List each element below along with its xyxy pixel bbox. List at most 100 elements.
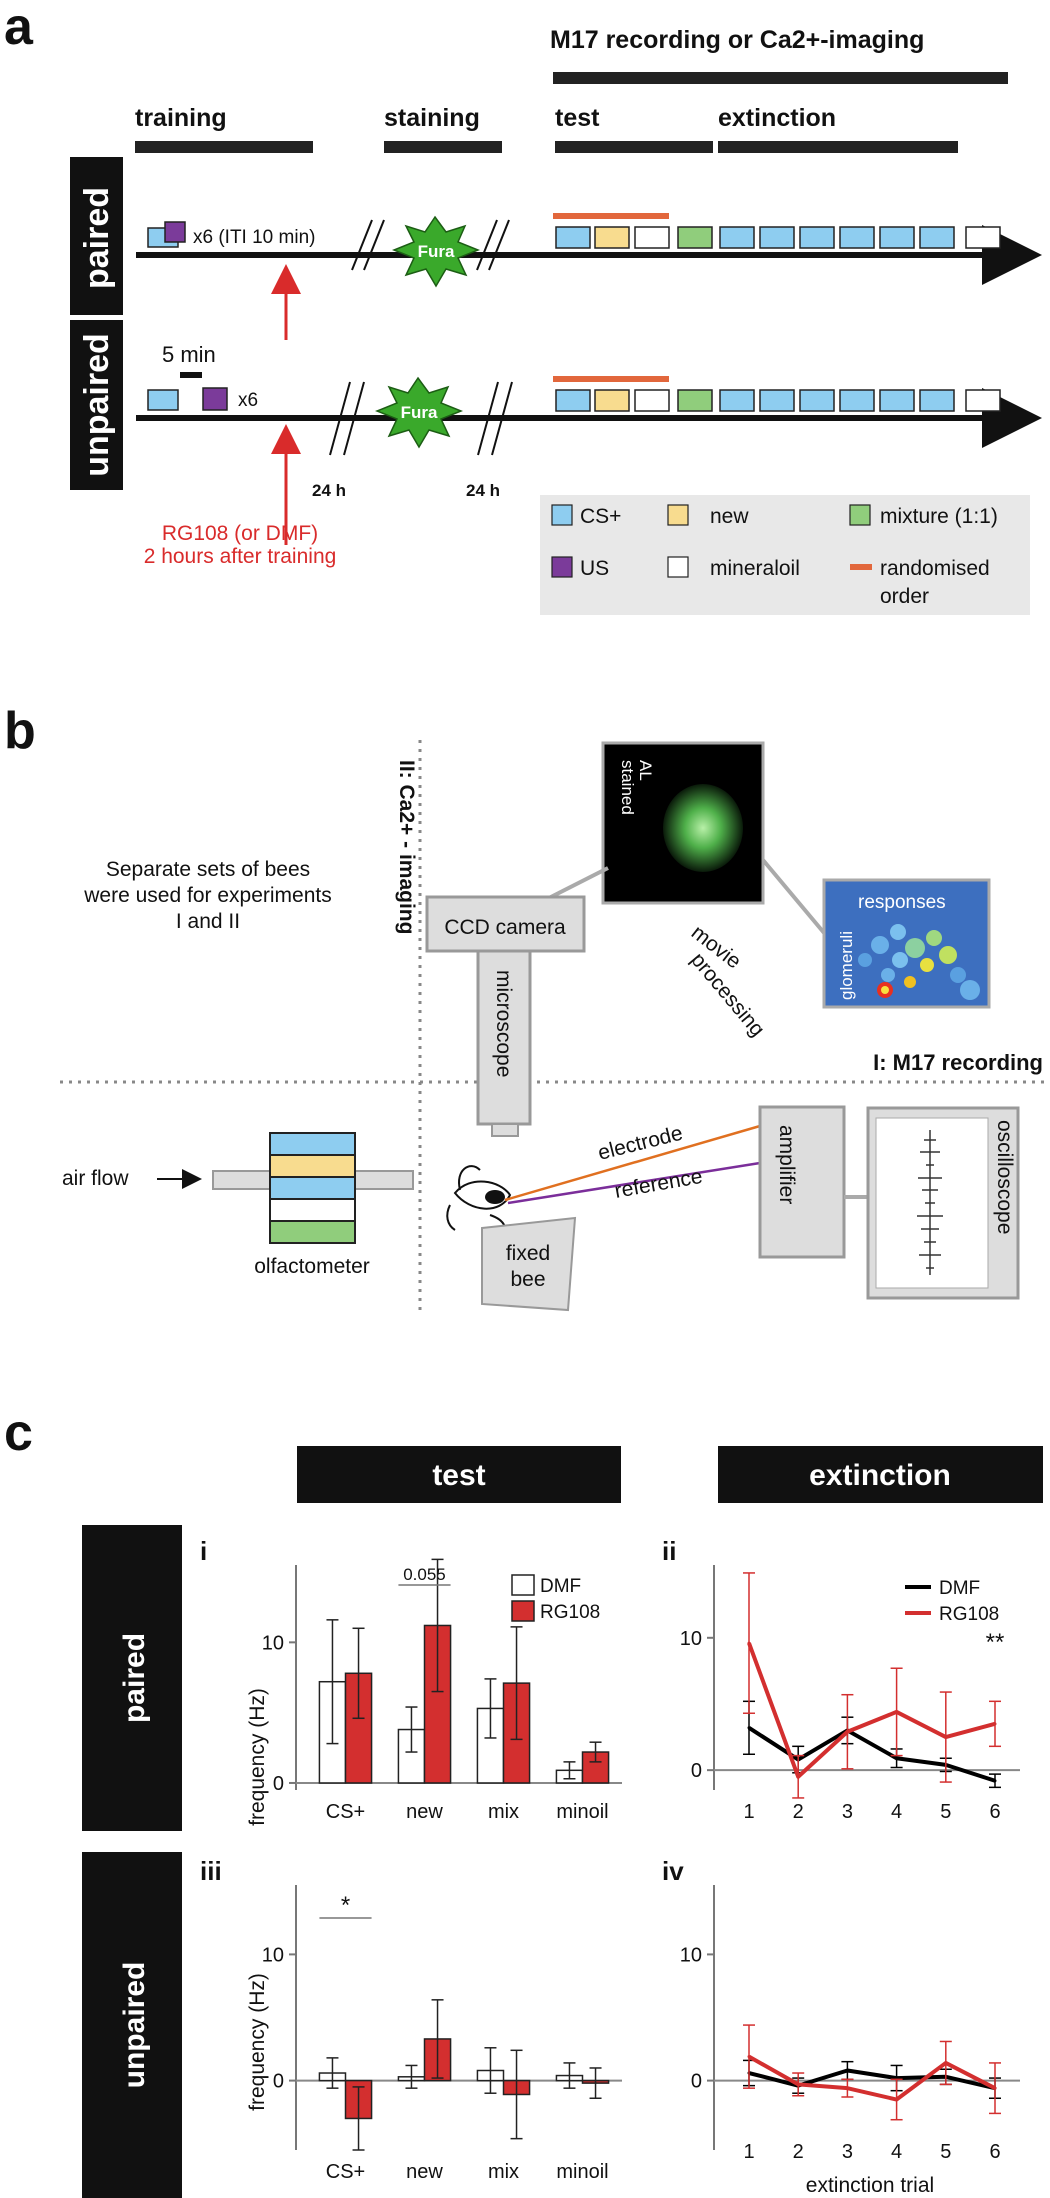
chart-i-xtick-label: new [406, 1801, 443, 1823]
chart-i-xtick-label: mix [488, 1801, 519, 1823]
legend-new: new [710, 505, 749, 528]
chart-iv-line-rg108 [748, 2054, 996, 2102]
olfactometer-stack [269, 1132, 356, 1244]
chart-ii-xtick-label: 4 [891, 1801, 902, 1823]
panel-a-legend: CS+ new mixture (1:1) US mineraloil rand… [540, 495, 1030, 615]
chart-iii-xtick-label: minoil [556, 2161, 608, 2183]
unpaired-side-label: unpaired [118, 1962, 151, 2089]
fixed-bee-label-1: fixed [506, 1242, 550, 1265]
chart-iii-signif-label: * [341, 1892, 350, 1919]
chart-i-ytick-label: 0 [273, 1773, 284, 1795]
note-line-3: I and II [176, 910, 240, 933]
chart-ii-xtick-label: 5 [940, 1801, 951, 1823]
chart-ii-xtick-label: 3 [842, 1801, 853, 1823]
fixed-bee-box [481, 1216, 577, 1312]
legend-randomised-1: randomised [880, 557, 990, 580]
chart-iii-ytick-label: 0 [273, 2071, 284, 2093]
subpanel-iii-label: iii [200, 1856, 222, 1886]
legend-cs: CS+ [580, 505, 621, 528]
extinction-bar [718, 141, 958, 153]
unpaired-fura-burst [374, 376, 464, 449]
chart-ii-legend-label-dmf: DMF [939, 1578, 980, 1599]
chart-i-legend-label-dmf: DMF [540, 1576, 581, 1597]
chart-ii-xtick-label: 2 [793, 1801, 804, 1823]
chart-iv-line-dmf [748, 2068, 996, 2091]
chart-i-legend-label-rg108: RG108 [540, 1602, 600, 1623]
h24-label-1: 24 h [312, 481, 346, 500]
chart-i-legend-swatch-dmf [511, 1574, 535, 1596]
panel-c-letter: c [4, 1404, 33, 1462]
legend-randomised-2: order [880, 585, 929, 608]
training-label: training [135, 104, 227, 132]
unpaired-randomised-bar [553, 376, 669, 382]
unpaired-x6: x6 [238, 390, 258, 411]
chart-iii-xtick-label: new [406, 2161, 443, 2183]
chart-iii-xtick-label: mix [488, 2161, 519, 2183]
legend-mineraloil: mineraloil [710, 557, 800, 580]
paired-randomised-bar [553, 213, 669, 219]
ccd-camera-box [425, 895, 586, 953]
five-min-label: 5 min [162, 342, 216, 367]
staining-label: staining [384, 104, 480, 132]
chart-ii-legend-label-rg108: RG108 [939, 1604, 999, 1625]
training-bar [135, 141, 313, 153]
chart-i-xtick-label: CS+ [326, 1801, 365, 1823]
chart-i-legend-swatch-rg108 [511, 1600, 535, 1622]
chart-ii-ytick-label: 0 [691, 1760, 702, 1782]
chart-i-bar-rg108 [344, 1672, 373, 1784]
panel-a: a M17 recording or Ca2+-imaging training… [4, 0, 1042, 615]
chart-iv-xtick-label: 5 [940, 2141, 951, 2163]
electrode-wire [504, 1124, 761, 1202]
chart-i-signif-label: 0.055 [403, 1565, 446, 1584]
panel-b: b II: Ca2+ - imaging I: M17 recording Se… [4, 702, 1045, 1312]
paired-fura-label: Fura [418, 242, 455, 261]
test-label: test [555, 104, 600, 132]
reference-label: reference [613, 1165, 704, 1203]
microscope-body [476, 949, 532, 1126]
olfactometer-label: olfactometer [254, 1255, 370, 1278]
chart-ii-line-rg108 [747, 1642, 996, 1779]
chart-iii-xtick-label: CS+ [326, 2161, 365, 2183]
chart-iv-xtick-label: 6 [989, 2141, 1000, 2163]
fixed-bee-label-2: bee [510, 1268, 545, 1291]
test-header-box [297, 1446, 621, 1503]
amplifier-box [758, 1105, 846, 1259]
chart-iv-ytick-label: 0 [691, 2071, 702, 2093]
chart-i-xtick-label: minoil [556, 1801, 608, 1823]
legend-us: US [580, 557, 609, 580]
chart-ii-ytick-label: 10 [680, 1628, 702, 1650]
glomeruli-map [858, 924, 980, 1000]
electrode-label: electrode [596, 1122, 685, 1165]
unpaired-test-sequence [555, 389, 1001, 412]
recording-axis-label: I: M17 recording [873, 1050, 1043, 1075]
note-line-2: were used for experiments [83, 884, 331, 907]
recording-phase-label: M17 recording or Ca2+-imaging [550, 26, 924, 54]
test-bar [555, 141, 713, 153]
staining-bar [384, 141, 502, 153]
microscope-objective [491, 1123, 519, 1137]
h24-label-2: 24 h [466, 481, 500, 500]
airflow-label: air flow [62, 1167, 129, 1190]
paired-row-label-box [70, 157, 123, 315]
chart-iv-xtick-label: 3 [842, 2141, 853, 2163]
xlabel-iv: extinction trial [806, 2174, 934, 2197]
unpaired-row-label-box [70, 320, 123, 490]
extinction-header-box [718, 1446, 1043, 1503]
chart-iv-xtick-label: 1 [743, 2141, 754, 2163]
amplifier-label: amplifier [775, 1125, 798, 1204]
image-to-responses-connector [761, 858, 832, 942]
chart-iii-ytick-label: 10 [262, 1944, 284, 1966]
panel-b-letter: b [4, 702, 36, 760]
drug-note-line-2: 2 hours after training [144, 545, 337, 568]
paired-test-sequence [555, 226, 1001, 249]
paired-us-stimulus [164, 221, 186, 243]
drug-note-line-1: RG108 (or DMF) [162, 522, 318, 545]
test-header: test [432, 1459, 485, 1492]
panel-c: c test extinction paired unpaired i ii i… [4, 1404, 1043, 2198]
paired-side-label: paired [118, 1633, 151, 1723]
subpanel-i-label: i [200, 1536, 207, 1566]
responses-label: responses [858, 892, 946, 913]
ccd-camera-label: CCD camera [444, 916, 566, 939]
reference-wire [507, 1161, 761, 1205]
oscilloscope-label: oscilloscope [993, 1120, 1016, 1234]
